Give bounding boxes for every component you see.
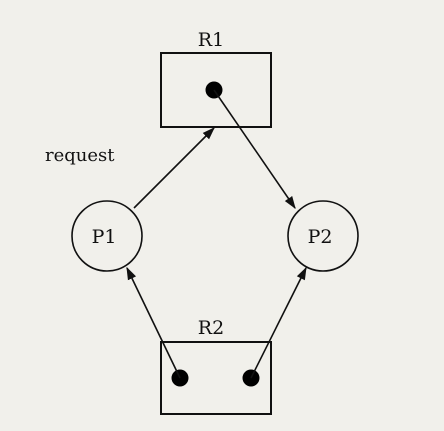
request-edge-label: request bbox=[45, 145, 115, 166]
resource-r2-box bbox=[160, 341, 272, 415]
process-p2-label: P2 bbox=[308, 226, 333, 248]
resource-r1-label: R1 bbox=[198, 29, 224, 51]
process-p1-label: P1 bbox=[92, 226, 117, 248]
process-p1: P1 bbox=[71, 200, 143, 272]
process-p1-node bbox=[71, 200, 143, 272]
edge-request-p1-r1 bbox=[133, 127, 215, 209]
process-p2: P2 bbox=[287, 200, 359, 272]
edge-assignment-r2-p1 bbox=[126, 266, 181, 379]
edge-assignment-r1-p2 bbox=[213, 89, 296, 210]
edge-assignment-r2-p2 bbox=[250, 266, 307, 379]
resource-r1-box bbox=[160, 52, 272, 128]
resource-r1: R1 bbox=[160, 29, 272, 128]
process-p2-node bbox=[287, 200, 359, 272]
resource-r2: R2 bbox=[160, 317, 272, 415]
resource-r2-label: R2 bbox=[198, 317, 224, 339]
